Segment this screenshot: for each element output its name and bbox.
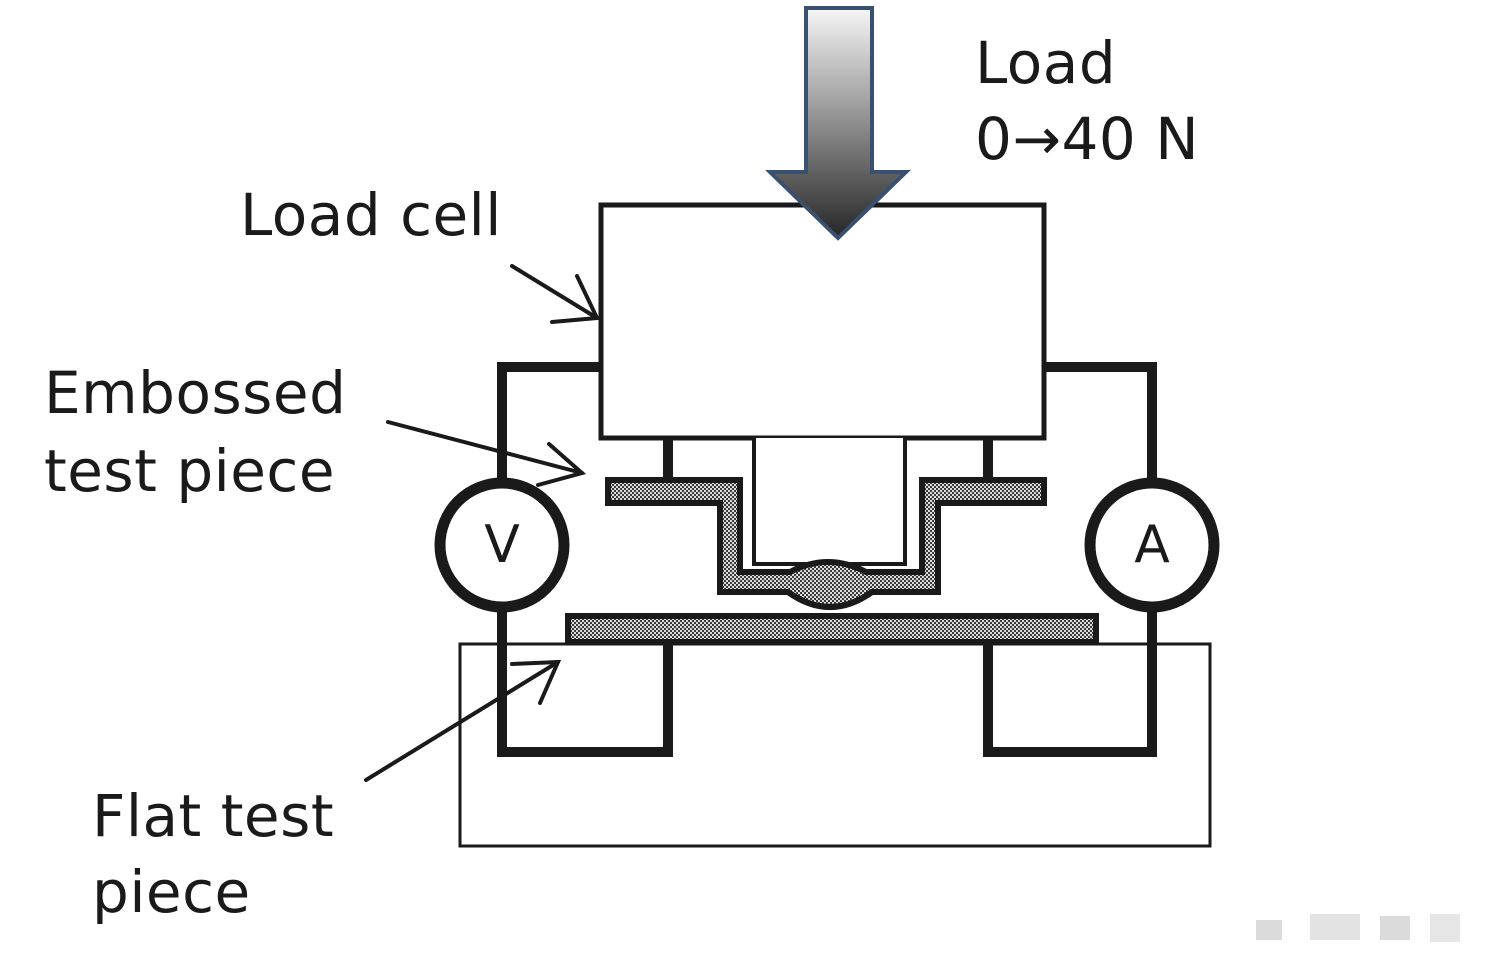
embossed-pointer: [386, 420, 587, 487]
flat-label-line1: Flat test: [92, 782, 335, 850]
watermark: [1256, 914, 1460, 942]
indenter: [752, 438, 907, 566]
load-cell-block: [598, 202, 1047, 441]
base-platform: [458, 642, 1212, 848]
load-range-label: 0→40 N: [975, 105, 1200, 173]
flat-test-piece: [565, 613, 1099, 645]
load-cell-pointer: [510, 264, 601, 324]
flat-label-line2: piece: [92, 858, 251, 926]
load-title-label: Load: [975, 29, 1117, 97]
embossed-label-line1: Embossed: [44, 359, 347, 427]
voltmeter-label: V: [484, 515, 520, 575]
load-arrow: [765, 6, 911, 241]
ammeter: [1084, 477, 1220, 613]
voltmeter: [434, 477, 570, 613]
embossed-label-line2: test piece: [44, 437, 336, 505]
embossed-test-piece: [605, 477, 1047, 610]
flat-pointer: [364, 659, 562, 782]
load-cell-label: Load cell: [240, 181, 502, 249]
ammeter-label: A: [1134, 515, 1170, 575]
